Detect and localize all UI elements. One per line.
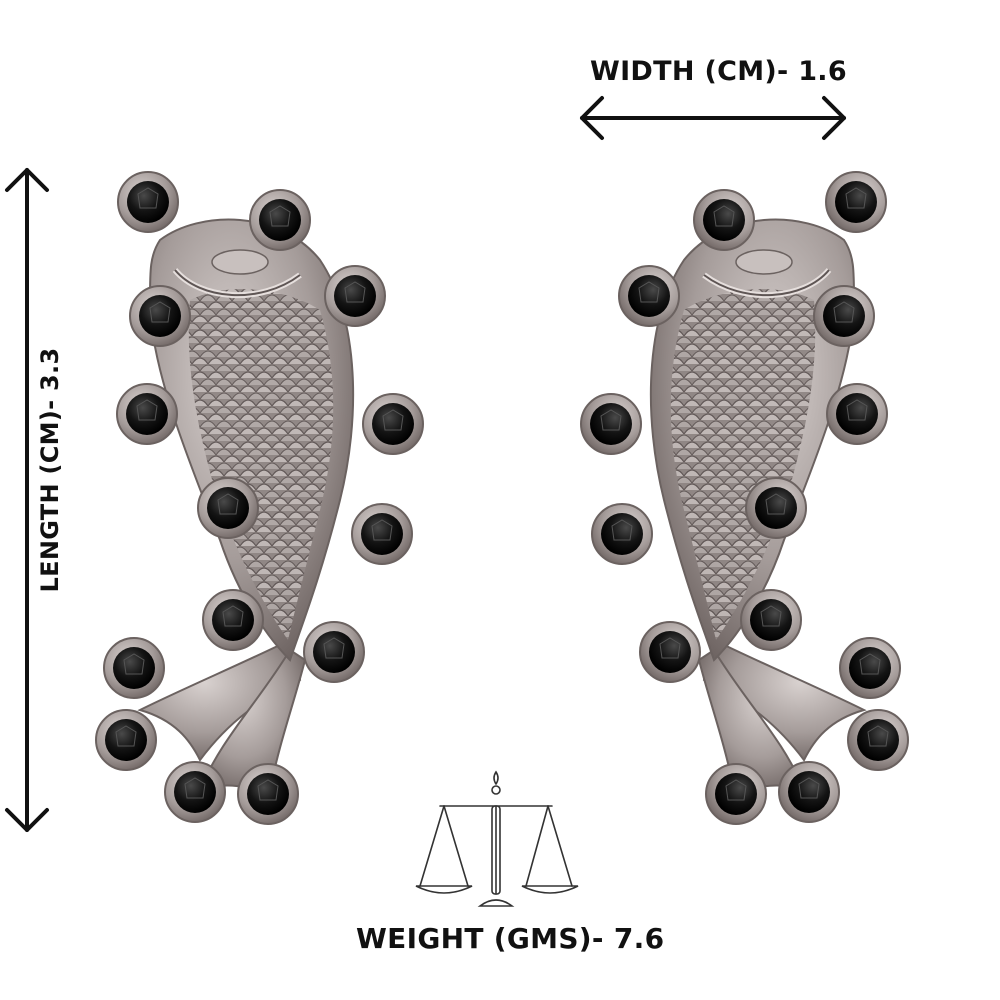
balance-scale-icon (415, 770, 579, 907)
length-label: LENGTH (CM)- 3.3 (36, 347, 64, 593)
left-fish-earring (96, 172, 423, 824)
right-fish-earring (581, 172, 908, 824)
width-label: WIDTH (CM)- 1.6 (590, 56, 847, 87)
length-arrow-icon (5, 168, 49, 832)
weight-label: WEIGHT (GMS)- 7.6 (356, 922, 665, 955)
width-arrow-icon (580, 96, 846, 140)
